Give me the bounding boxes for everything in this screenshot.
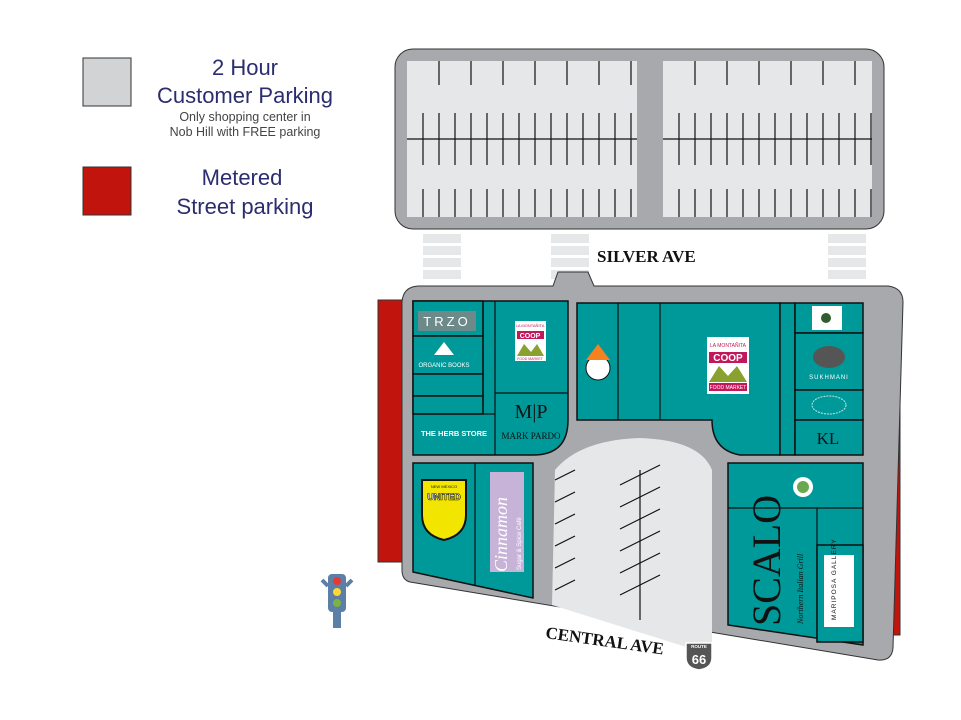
route-shield-top: ROUTE bbox=[691, 644, 707, 649]
northeast-shops bbox=[779, 302, 864, 456]
route-shield-number: 66 bbox=[692, 652, 706, 667]
cafe-logo bbox=[811, 395, 847, 415]
trzo-logo bbox=[418, 311, 476, 331]
crosswalk-stripe bbox=[423, 234, 461, 243]
nm-united-logo: NEW MEXICO UNITED bbox=[421, 479, 467, 542]
cinnamon-sub: Sugar & Spice Café bbox=[517, 517, 523, 570]
crosswalk-stripe bbox=[551, 246, 589, 255]
herb-store-label: THE HERB STORE bbox=[421, 429, 487, 438]
coop-small-logo: LA MONTAÑITA COOP FOOD MARKET bbox=[515, 321, 546, 361]
legend-customer-note2: Nob Hill with FREE parking bbox=[170, 125, 321, 139]
coop-main-top: LA MONTAÑITA bbox=[710, 342, 747, 349]
central-parking-lot bbox=[552, 438, 712, 655]
silver-ave-label: SILVER AVE bbox=[597, 247, 696, 266]
legend-customer-line2: Customer Parking bbox=[157, 83, 333, 108]
trzo-label: TRZO bbox=[423, 314, 470, 329]
crosswalk-stripe bbox=[828, 270, 866, 279]
legend-metered-swatch bbox=[82, 166, 132, 216]
mariposa-logo bbox=[824, 555, 854, 627]
crosswalk-stripe bbox=[423, 270, 461, 279]
legend-customer-parking-swatch bbox=[82, 57, 132, 107]
organic-books-icon bbox=[434, 342, 454, 355]
nm-united-top: NEW MEXICO bbox=[431, 484, 457, 489]
cinnamon-label: Cinnamon bbox=[491, 497, 511, 572]
metered-parking-west bbox=[377, 299, 403, 563]
scalo-label: SCALO bbox=[744, 495, 789, 626]
coop-small-bottom: FOOD MARKET bbox=[517, 357, 544, 361]
parking-stripe bbox=[554, 579, 576, 591]
frog-icon bbox=[797, 481, 809, 493]
scalo-sub: Northern Italian Grill bbox=[796, 553, 805, 625]
coop-main-name: COOP bbox=[713, 353, 743, 364]
mariposa-label: MARIPOSA GALLERY bbox=[831, 538, 838, 620]
nm-united-name: UNITED bbox=[427, 492, 461, 502]
parking-stripe bbox=[554, 491, 576, 503]
north-parking-lot bbox=[394, 48, 885, 230]
mero-icon bbox=[821, 313, 831, 323]
kl-label: KL bbox=[817, 429, 840, 448]
crosswalk-stripe bbox=[828, 246, 866, 255]
sukhmani-icon bbox=[813, 346, 845, 368]
parking-stripe bbox=[554, 469, 576, 481]
central-lot-stripes bbox=[554, 464, 661, 620]
crosswalk-stripe bbox=[423, 258, 461, 267]
parking-stripe bbox=[554, 557, 576, 569]
parking-stripe bbox=[554, 513, 576, 525]
crosswalk-stripe bbox=[423, 246, 461, 255]
route-66-shield-icon: ROUTE 66 bbox=[685, 642, 713, 671]
legend-metered-line1: Metered bbox=[202, 165, 283, 190]
legend-customer-line1: 2 Hour bbox=[212, 55, 278, 80]
legend-customer-note1: Only shopping center in bbox=[179, 110, 310, 124]
mascot-logo bbox=[585, 344, 611, 381]
parking-stripe bbox=[554, 535, 576, 547]
mark-pardo-monogram: M|P bbox=[515, 401, 548, 423]
coop-main-bottom: FOOD MARKET bbox=[710, 385, 747, 391]
sukhmani-label: SUKHMANI bbox=[809, 375, 849, 381]
cinnamon-logo bbox=[490, 472, 524, 572]
mark-pardo-label: MARK PARDO bbox=[502, 431, 561, 441]
coop-main-logo: LA MONTAÑITA COOP FOOD MARKET bbox=[707, 337, 749, 394]
crosswalks bbox=[423, 234, 866, 279]
crosswalk-stripe bbox=[551, 258, 589, 267]
crosswalk-stripe bbox=[828, 258, 866, 267]
traffic-light-icon bbox=[320, 574, 354, 628]
coop-small-name: COOP bbox=[520, 333, 541, 340]
coop-small-top: LA MONTAÑITA bbox=[516, 323, 545, 328]
crosswalk-stripe bbox=[551, 234, 589, 243]
organic-books-label: ORGANIC BOOKS bbox=[418, 363, 469, 369]
crosswalk-stripe bbox=[828, 234, 866, 243]
legend-metered-line2: Street parking bbox=[177, 194, 314, 219]
